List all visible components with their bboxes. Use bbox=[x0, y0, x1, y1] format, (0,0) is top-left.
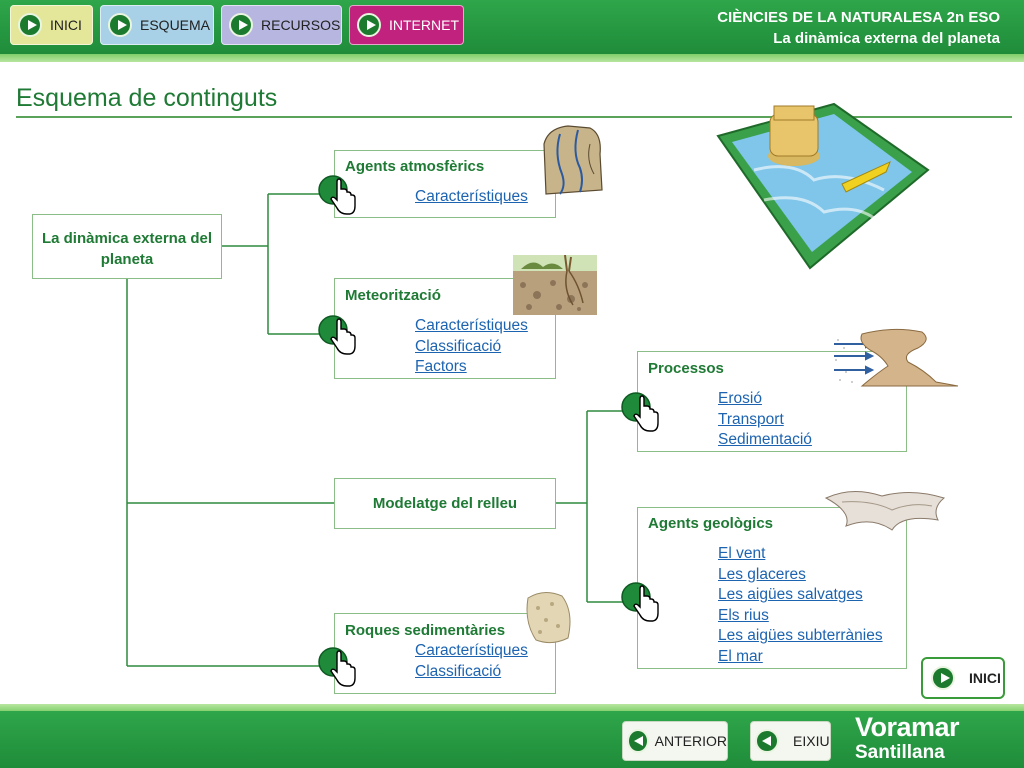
sedimentary-rock-illustration bbox=[526, 592, 571, 644]
nav-inici-label: INICI bbox=[50, 17, 82, 33]
inici-small-button[interactable]: INICI bbox=[921, 657, 1005, 699]
modelatge-label: Modelatge del relleu bbox=[372, 495, 518, 512]
eixiu-label: EIXIU bbox=[793, 733, 830, 749]
link-els-rius[interactable]: Els rius bbox=[718, 606, 769, 624]
play-icon bbox=[18, 13, 42, 37]
anterior-label: ANTERIOR bbox=[654, 733, 727, 749]
meteoritzacio-links: Característiques Classificació Factors bbox=[415, 316, 528, 378]
link-caracteristiques[interactable]: Característiques bbox=[415, 188, 528, 205]
play-icon bbox=[229, 13, 253, 37]
link-el-mar[interactable]: El mar bbox=[718, 647, 763, 665]
nav-internet-button[interactable]: INTERNET bbox=[349, 5, 464, 45]
sandbox-illustration bbox=[716, 102, 930, 270]
link-les-aigues-subterranies[interactable]: Les aigües subterrànies bbox=[718, 627, 883, 644]
hand-pointer-icon[interactable] bbox=[620, 581, 660, 625]
glacier-illustration bbox=[824, 491, 946, 531]
hand-pointer-icon[interactable] bbox=[317, 174, 357, 218]
hand-pointer-icon[interactable] bbox=[317, 646, 357, 690]
link-caracteristiques[interactable]: Característiques bbox=[415, 642, 528, 659]
roques-links: Característiques Classificació bbox=[415, 641, 528, 682]
play-icon bbox=[931, 666, 955, 690]
bottom-bar bbox=[0, 711, 1024, 768]
hand-pointer-icon[interactable] bbox=[317, 314, 357, 358]
nav-esquema-label: ESQUEMA bbox=[140, 17, 211, 33]
processos-title: Processos bbox=[648, 360, 724, 377]
root-box: La dinàmica externa del planeta bbox=[32, 214, 222, 279]
play-icon bbox=[357, 13, 381, 37]
roques-box: Roques sedimentàries Característiques Cl… bbox=[334, 613, 556, 694]
processos-links: Erosió Transport Sedimentació bbox=[718, 389, 812, 451]
agents-geologics-box: Agents geològics El vent Les glaceres Le… bbox=[637, 507, 907, 669]
roques-title: Roques sedimentàries bbox=[345, 622, 506, 639]
link-sedimentacio[interactable]: Sedimentació bbox=[718, 431, 812, 448]
rock-illustration bbox=[543, 125, 603, 195]
back-icon bbox=[755, 729, 779, 753]
link-erosio[interactable]: Erosió bbox=[718, 390, 762, 407]
course-header: CIÈNCIES DE LA NATURALESA 2n ESO La dinà… bbox=[717, 7, 1000, 49]
link-classificacio[interactable]: Classificació bbox=[415, 337, 502, 355]
nav-recursos-label: RECURSOS bbox=[261, 17, 341, 33]
link-les-aigues-salvatges[interactable]: Les aigües salvatges bbox=[718, 586, 863, 603]
link-el-vent[interactable]: El vent bbox=[718, 545, 766, 562]
eixiu-button[interactable]: EIXIU bbox=[750, 721, 831, 761]
meteoritzacio-title: Meteorització bbox=[345, 287, 441, 304]
play-icon bbox=[108, 13, 132, 37]
nav-internet-label: INTERNET bbox=[389, 17, 459, 33]
brand-logo: Voramar Santillana bbox=[855, 711, 960, 763]
root-label: La dinàmica externa del planeta bbox=[41, 230, 213, 268]
soil-illustration bbox=[513, 255, 597, 315]
course-subject: CIÈNCIES DE LA NATURALESA 2n ESO bbox=[717, 9, 1000, 26]
agents-atmosferics-box: Agents atmosfèrics Característiques bbox=[334, 150, 556, 218]
brand-line-2: Santillana bbox=[855, 742, 945, 763]
link-transport[interactable]: Transport bbox=[718, 410, 784, 428]
nav-inici-button[interactable]: INICI bbox=[10, 5, 93, 45]
back-icon bbox=[627, 729, 649, 753]
brand-line-1: Voramar bbox=[855, 712, 960, 742]
bottom-bar-stripe bbox=[0, 704, 1024, 712]
link-les-glaceres[interactable]: Les glaceres bbox=[718, 565, 806, 583]
hand-pointer-icon[interactable] bbox=[620, 391, 660, 435]
title-divider bbox=[16, 116, 1012, 118]
nav-recursos-button[interactable]: RECURSOS bbox=[221, 5, 342, 45]
agents-atmosferics-links: Característiques bbox=[415, 187, 528, 208]
anterior-button[interactable]: ANTERIOR bbox=[622, 721, 728, 761]
link-factors[interactable]: Factors bbox=[415, 358, 467, 375]
page-title: Esquema de continguts bbox=[16, 84, 278, 112]
nav-esquema-button[interactable]: ESQUEMA bbox=[100, 5, 214, 45]
modelatge-box: Modelatge del relleu bbox=[334, 478, 556, 529]
agents-geologics-title: Agents geològics bbox=[648, 515, 774, 532]
link-classificacio[interactable]: Classificació bbox=[415, 662, 502, 680]
top-bar-stripe bbox=[0, 54, 1024, 62]
agents-atmosferics-title: Agents atmosfèrics bbox=[345, 158, 485, 175]
inici-small-label: INICI bbox=[969, 670, 1001, 686]
course-unit: La dinàmica externa del planeta bbox=[773, 30, 1000, 47]
link-caracteristiques[interactable]: Característiques bbox=[415, 317, 528, 334]
wind-erosion-illustration bbox=[834, 328, 959, 387]
agents-geologics-links: El vent Les glaceres Les aigües salvatge… bbox=[718, 544, 883, 667]
